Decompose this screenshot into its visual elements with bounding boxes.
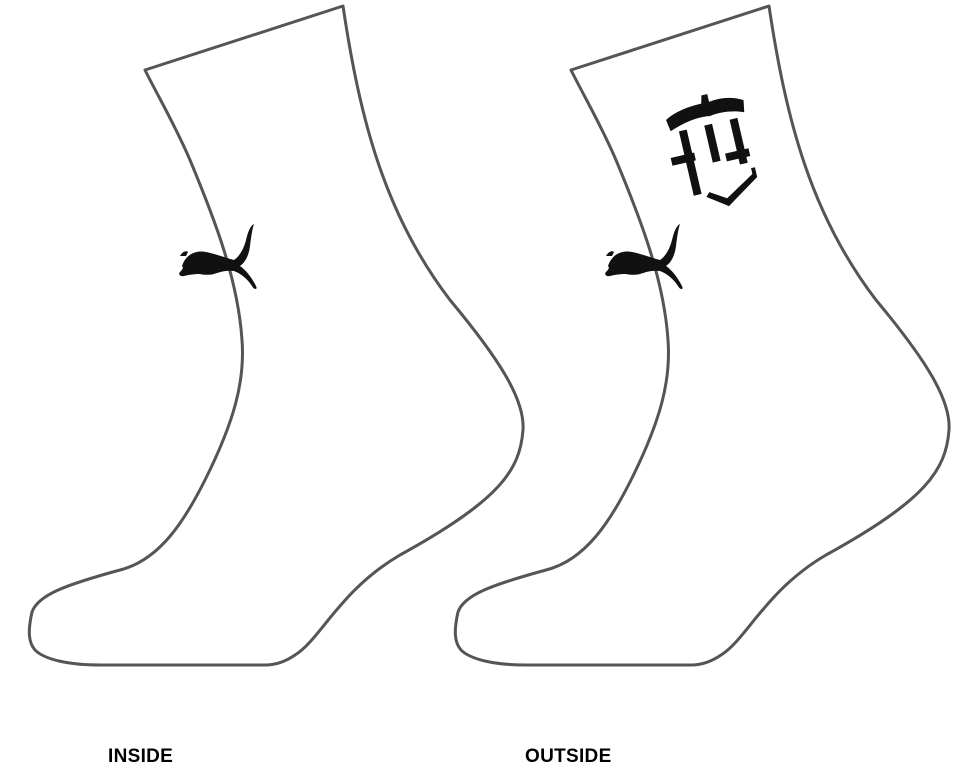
caption-outside: OUTSIDE xyxy=(525,746,612,767)
monogram-crest-icon xyxy=(666,94,758,207)
caption-inside: INSIDE xyxy=(108,746,174,767)
sock-inside xyxy=(27,4,525,667)
sock-outside xyxy=(453,4,951,667)
sock-outside-outline xyxy=(453,4,951,667)
sock-inside-outline xyxy=(27,4,525,667)
